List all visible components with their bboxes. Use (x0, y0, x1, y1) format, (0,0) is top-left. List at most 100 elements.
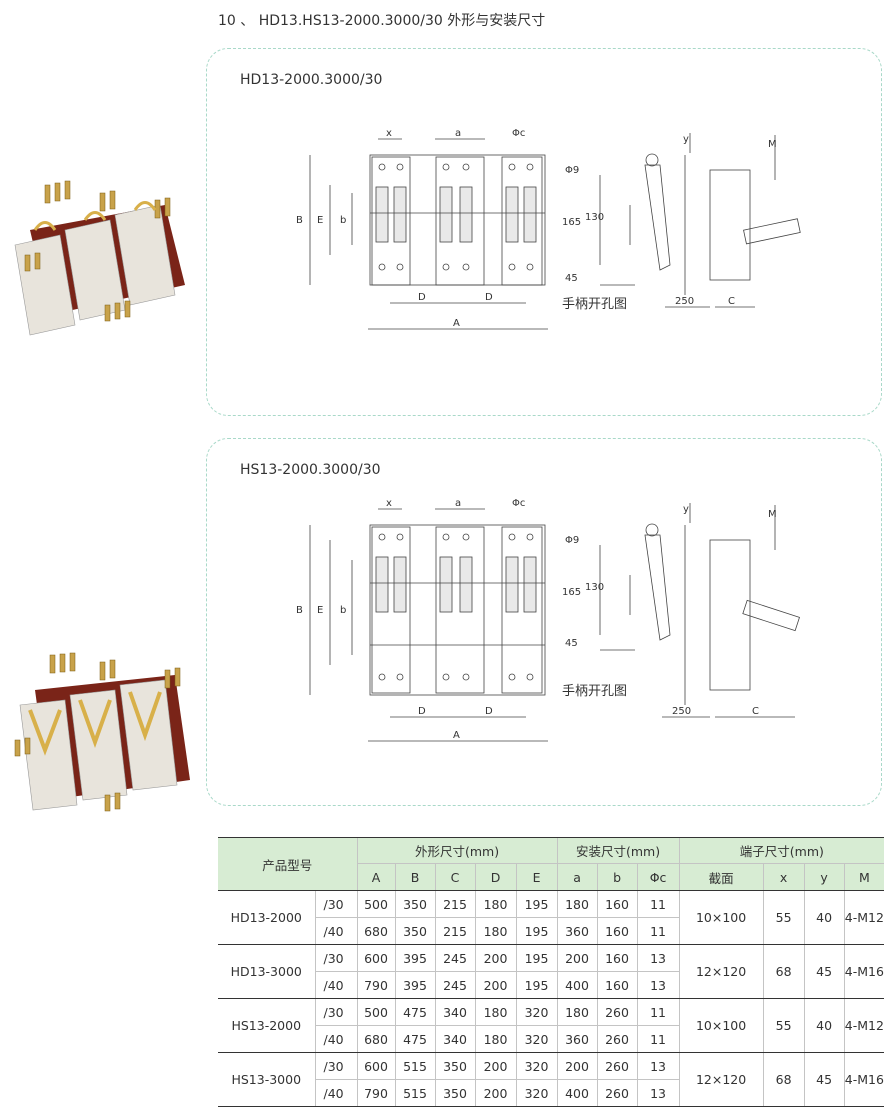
dim-B: B (296, 215, 303, 226)
technical-drawing-hs13: x a Φc B E b D D A Φ9 165 130 45 手柄开孔图 y… (296, 498, 800, 742)
value-cell: 180 (556, 998, 598, 1026)
value-cell: 600 (356, 944, 396, 972)
dim-C: C (728, 296, 735, 307)
dim-130: 130 (585, 212, 604, 223)
value-cell: 200 (474, 944, 517, 972)
value-cell: 340 (434, 998, 476, 1026)
value-cell: 475 (394, 1025, 436, 1053)
value-cell: 13 (636, 944, 680, 972)
table-header-row-2: A B C D E a b Φc 截面 x y M (218, 863, 885, 891)
variant-cell: /40 (314, 971, 358, 999)
variant-cell: /40 (314, 917, 358, 945)
value-cell: 360 (556, 917, 598, 945)
dim-45: 45 (565, 273, 578, 284)
terminal-section-cell: 10×100 (678, 890, 764, 945)
value-cell: 260 (596, 1025, 638, 1053)
value-cell: 160 (596, 944, 638, 972)
drawing-panel-hd13 (206, 48, 882, 416)
value-cell: 195 (515, 971, 558, 999)
terminal-section-cell: 10×100 (678, 998, 764, 1053)
value-cell: 245 (434, 971, 476, 999)
dim-165: 165 (562, 587, 581, 598)
dim-D1: D (418, 292, 426, 303)
table-row: /40 680 350 215 180 195 360 160 11 (218, 917, 884, 945)
dim-phi9: Φ9 (565, 165, 579, 176)
value-cell: 200 (556, 1052, 598, 1080)
dim-A: A (453, 730, 460, 741)
terminal-x-cell: 55 (762, 998, 805, 1053)
value-cell: 680 (356, 1025, 396, 1053)
dim-phic: Φc (512, 128, 525, 139)
variant-cell: /40 (314, 1025, 358, 1053)
dim-a: a (455, 128, 461, 139)
product-photo-hd13 (14, 180, 185, 336)
terminal-x-cell: 55 (762, 890, 805, 945)
col-header: Φc (636, 863, 680, 891)
panel-model-label-hs13: HS13-2000.3000/30 (240, 462, 381, 478)
variant-cell: /30 (314, 1052, 358, 1080)
col-header: D (474, 863, 517, 891)
panel-model-label-hd13: HD13-2000.3000/30 (240, 72, 383, 88)
value-cell: 13 (636, 1079, 680, 1107)
value-cell: 515 (394, 1079, 436, 1107)
col-header: A (356, 863, 396, 891)
col-header: y (803, 863, 845, 891)
value-cell: 215 (434, 890, 476, 918)
dim-D2: D (485, 706, 493, 717)
table-row: /40 680 475 340 180 320 360 260 11 (218, 1025, 884, 1053)
value-cell: 360 (556, 1025, 598, 1053)
value-cell: 245 (434, 944, 476, 972)
value-cell: 195 (515, 917, 558, 945)
value-cell: 180 (474, 917, 517, 945)
dim-45: 45 (565, 638, 578, 649)
value-cell: 160 (596, 917, 638, 945)
value-cell: 500 (356, 890, 396, 918)
value-cell: 260 (596, 998, 638, 1026)
terminal-x-cell: 68 (762, 1052, 805, 1107)
terminal-section-cell: 12×120 (678, 1052, 764, 1107)
dim-phi9: Φ9 (565, 535, 579, 546)
model-cell: HS13-3000 (218, 1052, 315, 1107)
dim-D2: D (485, 292, 493, 303)
terminal-y-cell: 40 (803, 890, 845, 945)
dim-250: 250 (675, 296, 694, 307)
col-header: C (434, 863, 476, 891)
dim-phic: Φc (512, 498, 525, 509)
value-cell: 400 (556, 971, 598, 999)
dim-b: b (340, 605, 346, 616)
value-cell: 200 (474, 1079, 517, 1107)
drawing-panel-hs13 (206, 438, 882, 806)
value-cell: 340 (434, 1025, 476, 1053)
value-cell: 515 (394, 1052, 436, 1080)
value-cell: 200 (474, 971, 517, 999)
value-cell: 215 (434, 917, 476, 945)
table-row: HS13-3000 /30 600 515 350 200 320 200 26… (218, 1052, 885, 1107)
dim-y: y (683, 504, 689, 515)
variant-cell: /30 (314, 998, 358, 1026)
value-cell: 790 (356, 971, 396, 999)
variant-cell: /30 (314, 890, 358, 918)
header-product-model: 产品型号 (218, 838, 358, 891)
dim-x: x (386, 498, 392, 509)
value-cell: 500 (356, 998, 396, 1026)
dim-y: y (683, 134, 689, 145)
value-cell: 11 (636, 890, 680, 918)
dim-165: 165 (562, 217, 581, 228)
dim-E: E (317, 605, 323, 616)
dim-250: 250 (672, 706, 691, 717)
value-cell: 350 (394, 890, 436, 918)
value-cell: 320 (515, 998, 558, 1026)
terminal-m-cell: 4-M12 (843, 890, 885, 945)
terminal-y-cell: 40 (803, 998, 845, 1053)
value-cell: 13 (636, 971, 680, 999)
terminal-m-cell: 4-M12 (843, 998, 885, 1053)
value-cell: 350 (434, 1079, 476, 1107)
value-cell: 11 (636, 998, 680, 1026)
table-row: /40 790 395 245 200 195 400 160 13 (218, 971, 884, 999)
dim-B: B (296, 605, 303, 616)
col-header: E (515, 863, 558, 891)
terminal-y-cell: 45 (803, 1052, 845, 1107)
value-cell: 13 (636, 1052, 680, 1080)
terminal-y-cell: 45 (803, 944, 845, 999)
value-cell: 350 (434, 1052, 476, 1080)
